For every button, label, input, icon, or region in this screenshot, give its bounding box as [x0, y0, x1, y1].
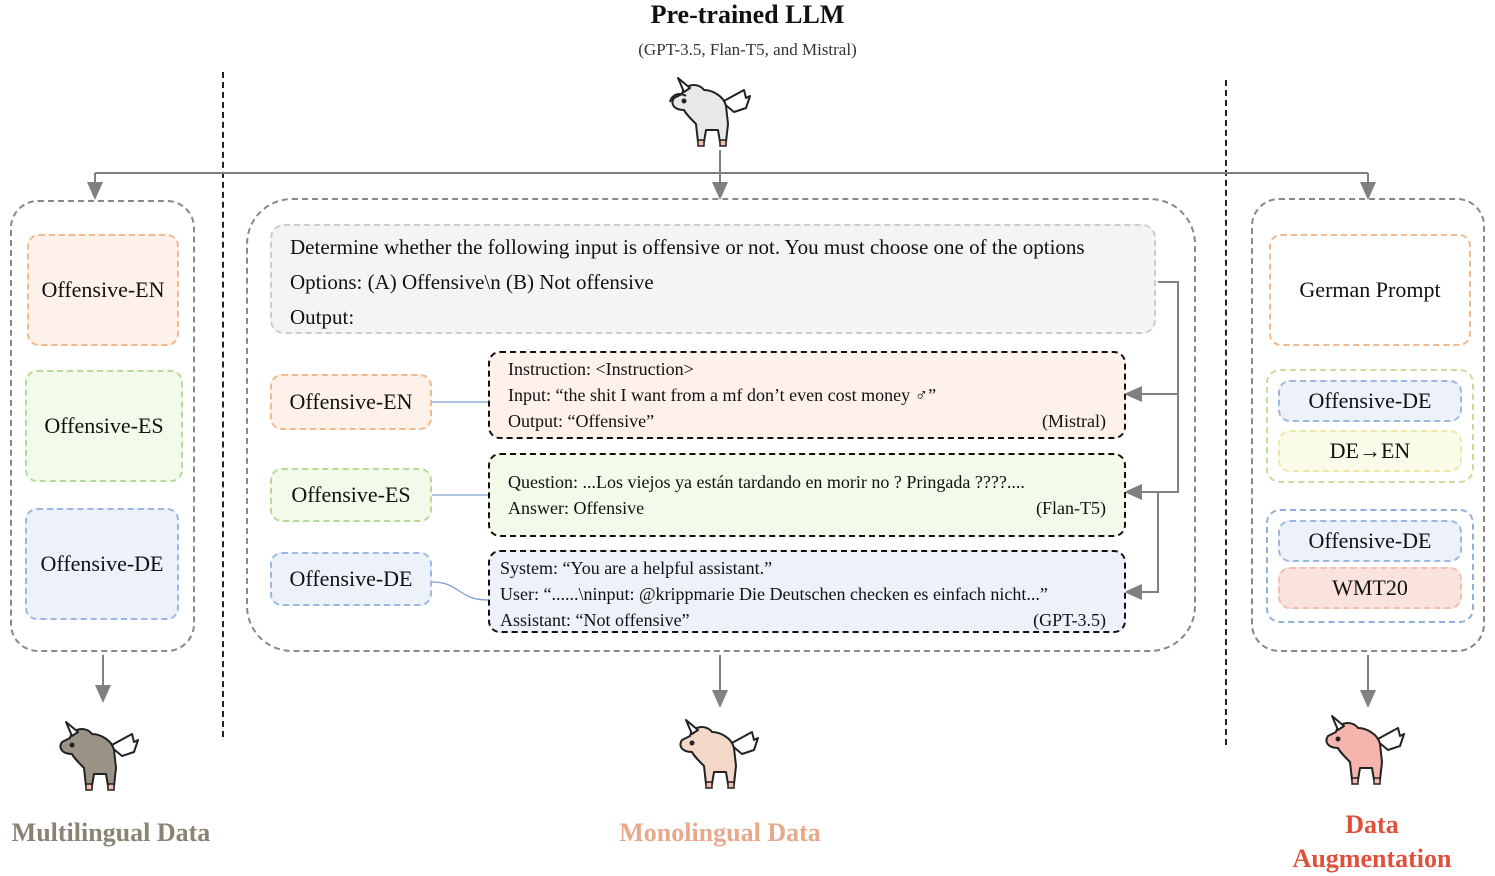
wmt-group: [1266, 509, 1474, 623]
unicorn-multilingual-icon: [59, 721, 139, 791]
multilingual-data-label: Multilingual Data: [11, 818, 211, 847]
prompt-line-3: Output:: [290, 305, 355, 329]
aug-offensive-de-2: Offensive-DE: [1278, 520, 1462, 562]
center-dataset-en: Offensive-EN: [270, 374, 432, 430]
link-dataset-3: [431, 581, 489, 601]
arrow-prompt-to-example-3: [1124, 492, 1159, 600]
dataset-box-es: Offensive-ES: [25, 370, 183, 482]
example-gpt35: System: “You are a helpful assistant.” U…: [488, 550, 1126, 633]
unicorn-augmentation-icon: [1325, 715, 1405, 785]
example-flan-line-2: Answer: Offensive: [508, 498, 645, 518]
left-divider: [222, 72, 224, 737]
example-mistral-model: (Mistral): [1042, 411, 1106, 431]
example-mistral-line-3: Output: “Offensive”: [508, 411, 655, 431]
example-flan-t5: Question: ...Los viejos ya están tardand…: [488, 453, 1126, 537]
example-mistral-line-2: Input: “the shit I want from a mf don’t …: [508, 385, 937, 405]
monolingual-group: [246, 198, 1196, 652]
example-mistral-line-1: Instruction: <Instruction>: [508, 359, 694, 379]
german-prompt-box: German Prompt: [1269, 234, 1471, 346]
example-flan-line-1: Question: ...Los viejos ya están tardand…: [508, 472, 1025, 492]
example-gpt-line-2: User: “......\ninput: @krippmarie Die De…: [500, 584, 1048, 604]
example-gpt-model: (GPT-3.5): [1033, 610, 1106, 630]
data-augmentation-label-line-1: Data: [1345, 810, 1399, 839]
arrow-prompt-to-example-1: [1124, 281, 1179, 402]
prompt-line-1: Determine whether the following input is…: [290, 235, 1085, 259]
dataset-box-de: Offensive-DE: [25, 508, 179, 620]
prompt-line-2: Options: (A) Offensive\n (B) Not offensi…: [290, 270, 654, 294]
augmentation-group: [1251, 198, 1485, 652]
unicorn-monolingual-icon: [679, 719, 759, 789]
aug-de-en: DE→EN: [1278, 430, 1462, 472]
dataset-box-en: Offensive-EN: [27, 234, 179, 346]
data-augmentation-label-line-2: Augmentation: [1292, 844, 1452, 873]
arrow-prompt-to-example-2: [1124, 394, 1179, 500]
example-flan-model: (Flan-T5): [1036, 498, 1106, 518]
page-title: Pre-trained LLM: [650, 0, 845, 29]
translation-group: [1266, 369, 1474, 483]
center-dataset-de: Offensive-DE: [270, 552, 432, 606]
aug-offensive-de-1: Offensive-DE: [1278, 380, 1462, 422]
example-gpt-line-3: Assistant: “Not offensive”: [500, 610, 690, 630]
example-mistral: Instruction: <Instruction> Input: “the s…: [488, 351, 1126, 439]
prompt-template-box: Determine whether the following input is…: [270, 224, 1156, 334]
unicorn-llm-icon: [669, 77, 751, 147]
example-gpt-line-1: System: “You are a helpful assistant.”: [500, 558, 773, 578]
monolingual-data-label: Monolingual Data: [619, 818, 821, 847]
right-divider: [1225, 80, 1227, 745]
page-subtitle: (GPT-3.5, Flan-T5, and Mistral): [638, 40, 857, 59]
aug-wmt20: WMT20: [1278, 567, 1462, 609]
center-dataset-es: Offensive-ES: [270, 468, 432, 522]
multilingual-group: [10, 200, 195, 652]
